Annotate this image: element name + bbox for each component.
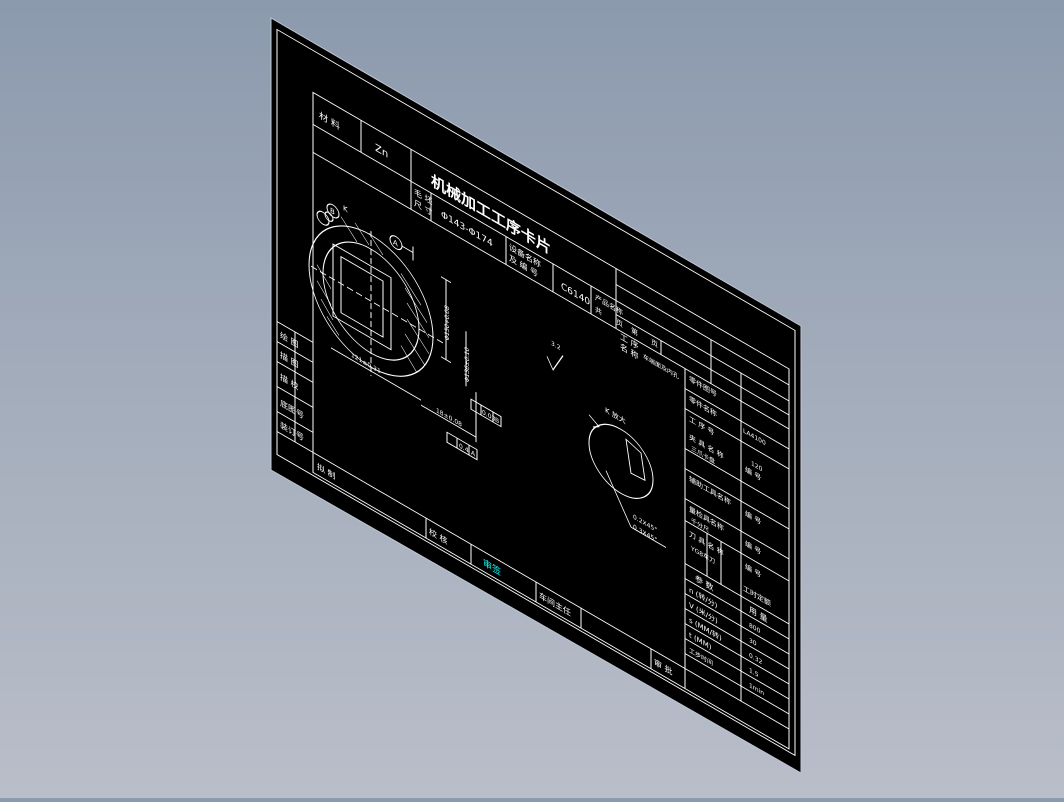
dia-bore-label: Φ136±0.10 (463, 345, 470, 384)
k-detail-view (588, 414, 666, 548)
param-n-value: 800 (749, 621, 760, 635)
sheet-content (276, 28, 796, 757)
tol-datum-a: A (471, 449, 476, 459)
part-main-view (308, 203, 564, 461)
page-total-label: 共 (595, 305, 602, 318)
page-current-unit: 页 (651, 337, 658, 350)
drawing-sheet (270, 17, 802, 774)
dia-main-label: Φ150+0.08 (443, 304, 450, 343)
param-v-value: 30 (749, 636, 757, 648)
tol-flat-value: 0.4 (459, 442, 469, 455)
page-total-unit: 页 (616, 317, 623, 330)
roughness-label: 3.2 (551, 339, 561, 352)
datum-a-label: A (393, 237, 399, 249)
outer-frame (276, 28, 796, 757)
fixture-no-value: 120 (751, 459, 762, 473)
tol-datum-b: B (495, 416, 499, 426)
page-current-label: 第 (631, 325, 638, 339)
param-t-value: 1.5 (749, 666, 759, 679)
k-mark-label: K (343, 203, 349, 215)
datum-b-label: B (330, 206, 335, 217)
